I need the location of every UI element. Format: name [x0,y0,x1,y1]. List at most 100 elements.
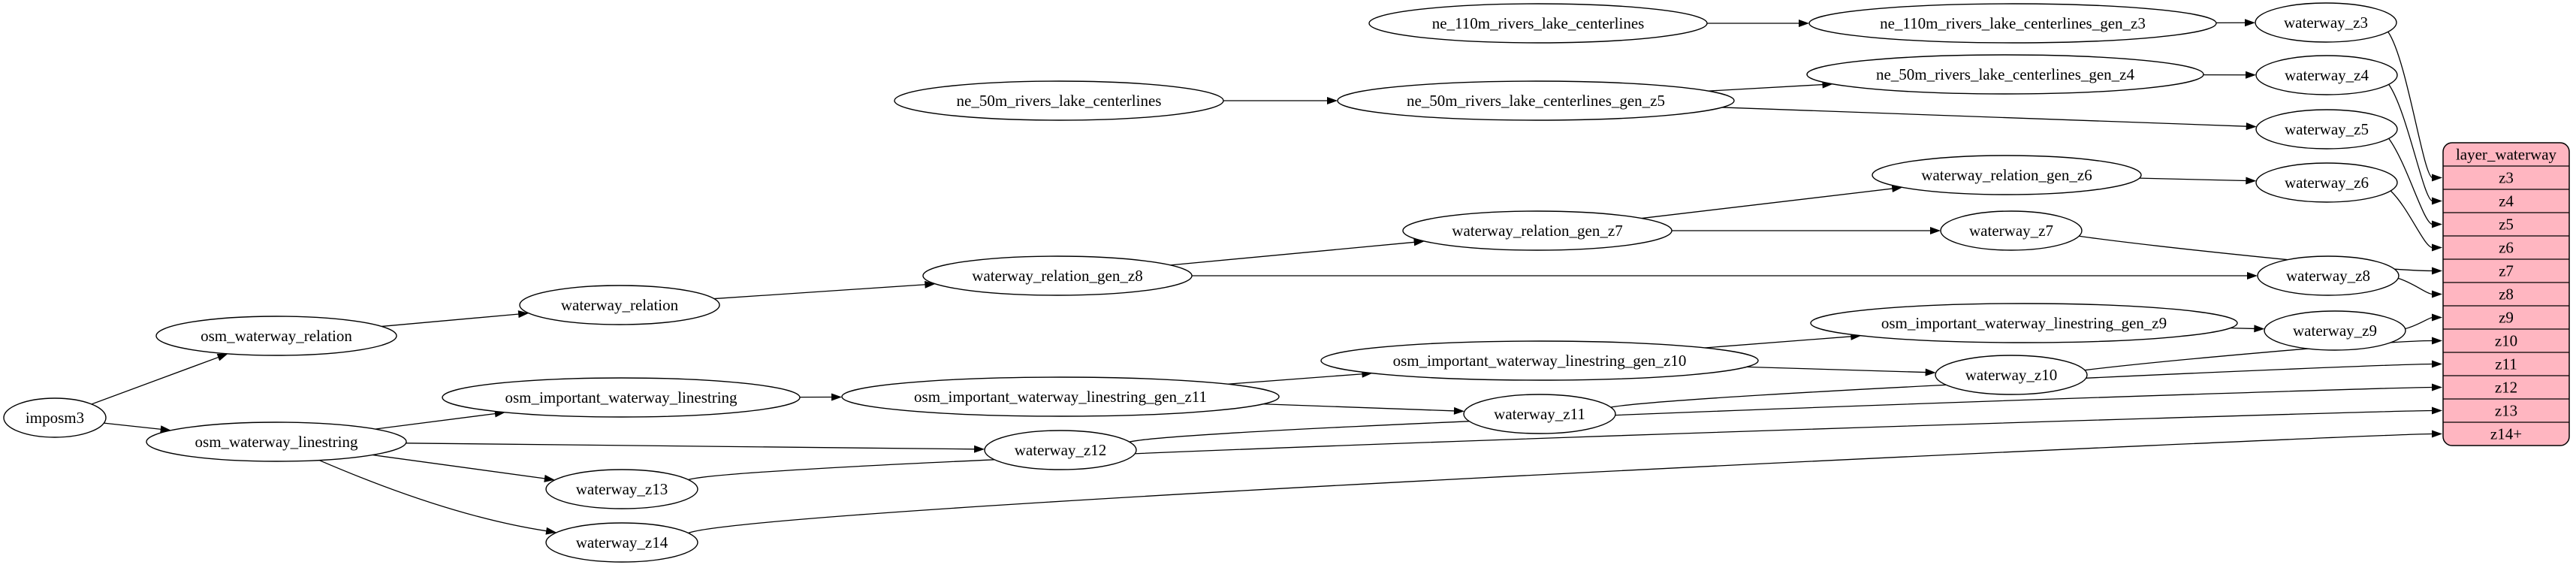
record-body [2442,142,2570,446]
record-row-z10: z10 [2495,332,2517,350]
edge-osm_important_waterway_linestring_gen_z11-to-osm_important_waterway_linestring_gen_z10 [1227,370,1373,385]
record-row-z14+: z14+ [2490,425,2522,443]
edge-ne_50m_rivers_lake_centerlines-to-ne_50m_rivers_lake_centerlines_gen_z5 [1223,97,1338,104]
edge-arrowhead [2254,325,2265,333]
node-waterway_z4: waterway_z4 [2255,55,2398,95]
edge-arrowhead [2432,220,2442,228]
edge-osm_waterway_relation-to-waterway_relation [382,310,529,328]
node-ellipse-osm_important_waterway_linestring [442,377,801,418]
edge-arrowhead [2432,430,2442,438]
node-ellipse-waterway_z4 [2255,55,2398,95]
edge-arrowhead [831,393,843,401]
record-row-z12: z12 [2495,379,2517,397]
node-ellipse-osm_important_waterway_linestring_gen_z10 [1320,340,1759,381]
node-ellipse-waterway_z13 [545,469,698,509]
edge-path [375,412,496,430]
edge-path [2079,235,2433,272]
node-label-waterway_z7: waterway_z7 [1969,222,2053,240]
edge-osm_waterway_linestring-to-osm_important_waterway_linestring [375,409,505,430]
node-waterway_relation_gen_z7: waterway_relation_gen_z7 [1402,210,1673,251]
edge-path [2139,177,2247,182]
edge-arrowhead [2432,360,2442,368]
node-ellipse-waterway_z6 [2255,162,2398,203]
edge-arrowhead [2432,313,2442,322]
node-label-osm_important_waterway_linestring_gen_z10: osm_important_waterway_linestring_gen_z1… [1393,352,1687,370]
node-ne_110m_rivers_lake_centerlines: ne_110m_rivers_lake_centerlines [1368,3,1708,44]
node-waterway_z5: waterway_z5 [2255,109,2398,150]
edge-ne_50m_rivers_lake_centerlines_gen_z4-to-waterway_z4 [2203,71,2257,79]
node-ellipse-ne_110m_rivers_lake_centerlines_gen_z3 [1808,3,2217,44]
edge-path [1129,386,2433,443]
edge-path [2388,137,2433,225]
node-ellipse-waterway_relation_gen_z6 [1872,155,2142,195]
edge-waterway_relation_gen_z8-to-waterway_relation_gen_z7 [1170,238,1425,266]
node-ne_110m_rivers_lake_centerlines_gen_z3: ne_110m_rivers_lake_centerlines_gen_z3 [1808,3,2217,44]
node-ellipse-waterway_z5 [2255,109,2398,150]
edge-path [91,356,219,405]
edge-arrowhead [1327,97,1338,104]
edge-osm_waterway_linestring-to-waterway_z13 [372,454,555,482]
record-layer-waterway: layer_waterwayz3z4z5z6z7z8z9z10z11z12z13… [2442,142,2570,446]
node-osm_important_waterway_linestring_gen_z9: osm_important_waterway_linestring_gen_z9 [1810,303,2238,343]
node-ellipse-waterway_z8 [2257,255,2400,296]
node-ellipse-waterway_z7 [1940,210,2083,251]
edge-path [688,433,2433,534]
edge-path [1170,241,1415,266]
edge-ne_110m_rivers_lake_centerlines-to-ne_110m_rivers_lake_centerlines_gen_z3 [1707,20,1809,27]
node-label-waterway_z6: waterway_z6 [2285,174,2369,192]
edge-waterway_relation-to-waterway_relation_gen_z8 [713,280,936,300]
node-ellipse-ne_110m_rivers_lake_centerlines [1368,3,1708,44]
node-ellipse-osm_important_waterway_linestring_gen_z9 [1810,303,2238,343]
edge-path [318,459,547,532]
edge-arrowhead [2432,174,2442,182]
node-ellipse-osm_waterway_linestring [146,421,407,462]
edge-arrowhead [2432,197,2442,205]
node-ne_50m_rivers_lake_centerlines_gen_z5: ne_50m_rivers_lake_centerlines_gen_z5 [1337,80,1735,121]
edge-arrowhead [2432,267,2442,275]
edge-path [2084,340,2433,371]
node-label-waterway_relation_gen_z8: waterway_relation_gen_z8 [972,267,1142,285]
node-waterway_relation: waterway_relation [519,285,720,325]
node-waterway_z9: waterway_z9 [2264,310,2406,351]
edge-path [2387,31,2433,179]
edge-osm_important_waterway_linestring_gen_z9-to-waterway_z9 [2230,325,2265,333]
edge-arrowhead [216,353,228,361]
node-ellipse-ne_50m_rivers_lake_centerlines [894,80,1224,121]
edge-arrowhead [1891,185,1903,193]
node-osm_waterway_relation: osm_waterway_relation [155,316,397,356]
edge-waterway_z10-to-layer_waterway-z10 [2084,337,2442,371]
edge-path [2390,190,2433,249]
node-ellipse-osm_waterway_relation [155,316,397,356]
edge-path [104,422,161,431]
node-ellipse-imposm3 [3,397,107,438]
edge-waterway_z14-to-layer_waterway-z14+ [688,430,2442,534]
node-ellipse-waterway_relation_gen_z7 [1402,210,1673,251]
edge-path [1721,107,2247,127]
edge-waterway_z12-to-layer_waterway-z12 [1129,383,2442,443]
node-label-osm_important_waterway_linestring: osm_important_waterway_linestring [505,388,738,406]
edge-path [2230,327,2255,330]
node-waterway_z12: waterway_z12 [984,430,1137,470]
edge-path [2388,83,2433,202]
edge-arrowhead [925,280,936,289]
node-osm_important_waterway_linestring: osm_important_waterway_linestring [442,377,801,418]
node-ellipse-waterway_relation [519,285,720,325]
record-row-z4: z4 [2499,192,2514,210]
edge-osm_important_waterway_linestring_gen_z10-to-osm_important_waterway_linestring_gen_z9 [1704,332,1862,349]
node-label-waterway_z10: waterway_z10 [1965,366,2057,384]
node-ellipse-waterway_z3 [2255,2,2397,43]
edge-osm_important_waterway_linestring_gen_z10-to-waterway_z10 [1746,366,1936,376]
edge-osm_waterway_linestring-to-waterway_z14 [318,459,557,535]
edge-arrowhead [2247,272,2258,279]
edge-waterway_z8-to-layer_waterway-z8 [2397,277,2442,298]
node-label-ne_50m_rivers_lake_centerlines_gen_z5: ne_50m_rivers_lake_centerlines_gen_z5 [1407,92,1665,110]
edge-arrowhead [1413,238,1425,246]
node-label-waterway_z8: waterway_z8 [2286,267,2370,285]
node-label-waterway_z12: waterway_z12 [1015,441,1106,459]
edge-waterway_relation_gen_z7-to-waterway_relation_gen_z6 [1641,185,1903,219]
edge-osm_important_waterway_linestring_gen_z11-to-waterway_z11 [1262,403,1464,415]
node-label-waterway_relation_gen_z7: waterway_relation_gen_z7 [1452,222,1622,240]
edge-arrowhead [2432,243,2442,252]
edge-arrowhead [2432,406,2442,415]
node-ellipse-waterway_relation_gen_z8 [922,255,1193,296]
